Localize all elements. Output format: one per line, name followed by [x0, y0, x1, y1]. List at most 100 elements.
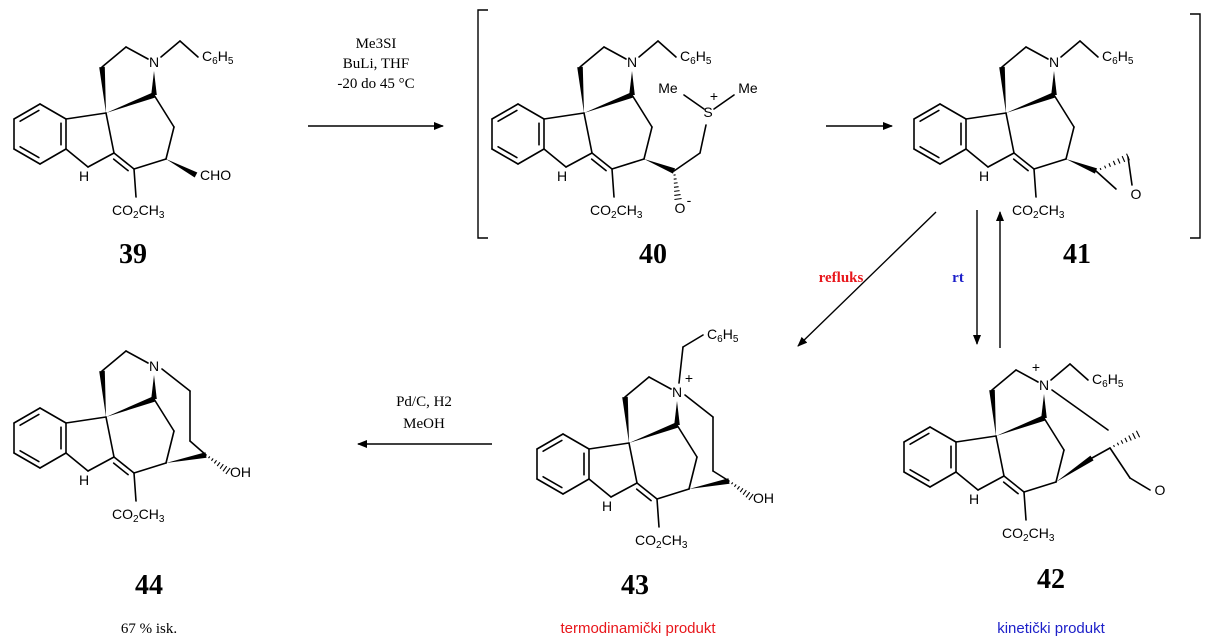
bond [161, 368, 191, 392]
wedge-bond [1066, 159, 1098, 174]
bond [542, 475, 563, 489]
wedge-bond [622, 396, 629, 443]
hash-bond-stroke [1117, 158, 1121, 164]
bond [648, 376, 672, 390]
hash-bond-stroke [748, 493, 754, 501]
bond [179, 40, 199, 58]
formula-label: CO2CH3 [1012, 202, 1065, 221]
compound-number-39: 39 [119, 239, 147, 270]
bond [1005, 112, 1015, 154]
bond [19, 109, 40, 123]
hash-bond-stroke [1116, 442, 1120, 446]
atom-label: Me [658, 80, 678, 96]
bond [1002, 481, 1019, 495]
bond [65, 452, 89, 472]
bond [87, 152, 115, 168]
bond [101, 350, 127, 372]
bond [713, 94, 735, 110]
wedge-bond [99, 370, 106, 417]
formula-label: CHO [200, 167, 231, 183]
bond [603, 46, 627, 60]
bond [133, 168, 137, 198]
hash-bond-stroke [1104, 165, 1107, 169]
bond [913, 103, 941, 120]
atom-label: + [685, 370, 693, 386]
atom-label: + [710, 88, 718, 104]
atom-label: O [1131, 186, 1142, 202]
bond [13, 148, 41, 165]
hash-bond-stroke [213, 460, 217, 464]
bond [536, 478, 564, 495]
wedge-bond [151, 71, 157, 95]
bond [13, 407, 41, 424]
atom-label: H [979, 168, 989, 184]
bond [1109, 447, 1131, 479]
bond [87, 456, 115, 472]
bond [683, 94, 705, 110]
wedge-bond [1041, 394, 1047, 418]
bond [611, 158, 645, 170]
compound-number-40: 40 [639, 239, 667, 270]
bond [165, 430, 175, 464]
bond [929, 471, 957, 488]
hash-bond-stroke [1124, 437, 1128, 443]
wedge-bond [584, 92, 633, 113]
bond [684, 394, 714, 418]
wedge-bond [989, 389, 996, 436]
bond [583, 112, 593, 154]
caption-thermodynamic-product: termodinamički produkt [560, 620, 716, 637]
hash-bond-stroke [1113, 444, 1115, 448]
atom-label: N [627, 54, 637, 70]
bond [913, 148, 941, 165]
formula-label: CO2CH3 [112, 506, 165, 525]
hash-bond-stroke [674, 194, 681, 196]
bond [133, 462, 167, 474]
compound-number-41: 41 [1063, 239, 1091, 270]
bond [929, 426, 957, 443]
condition-solvent: MeOH [403, 416, 445, 432]
hash-bond-stroke [739, 487, 744, 493]
hash-bond-stroke [1132, 432, 1136, 440]
bond [536, 433, 564, 450]
bond [1012, 158, 1029, 172]
atom-label: H [79, 168, 89, 184]
hash-bond-stroke [736, 486, 740, 490]
bond [678, 346, 684, 384]
wedge-bond [674, 401, 680, 425]
hash-bond-stroke [1108, 163, 1111, 167]
bond [562, 478, 590, 495]
bond [105, 416, 115, 458]
atom-label: S [703, 104, 712, 120]
wedge-bond [577, 66, 584, 113]
bond [712, 470, 730, 482]
bond [965, 112, 1007, 120]
hash-bond-stroke [208, 456, 211, 459]
bond [19, 449, 40, 463]
hash-bond-stroke [1128, 435, 1132, 441]
bond [1091, 447, 1111, 459]
bond [610, 482, 638, 498]
bond [636, 482, 658, 500]
bond [1079, 40, 1099, 58]
bond [590, 158, 607, 172]
condition-temperature: -20 do 45 °C [337, 76, 414, 92]
bond [1013, 152, 1035, 170]
wedge-bond [689, 478, 730, 489]
bond [903, 471, 931, 488]
bond [643, 126, 653, 160]
bond [1025, 46, 1049, 60]
caption-kinetic-product: kinetički produkt [997, 620, 1105, 637]
bond [1127, 156, 1133, 186]
bond [909, 432, 930, 446]
formula-label: C6H5 [1102, 48, 1134, 67]
wedge-bond [106, 396, 155, 417]
bond [189, 440, 207, 456]
atom-label: + [1032, 359, 1040, 375]
atom-label: N [1049, 54, 1059, 70]
hash-bond-stroke [1120, 440, 1124, 444]
bond [562, 433, 590, 450]
atom-label: N [1039, 377, 1049, 393]
bond [491, 148, 519, 165]
bond [1033, 168, 1037, 198]
